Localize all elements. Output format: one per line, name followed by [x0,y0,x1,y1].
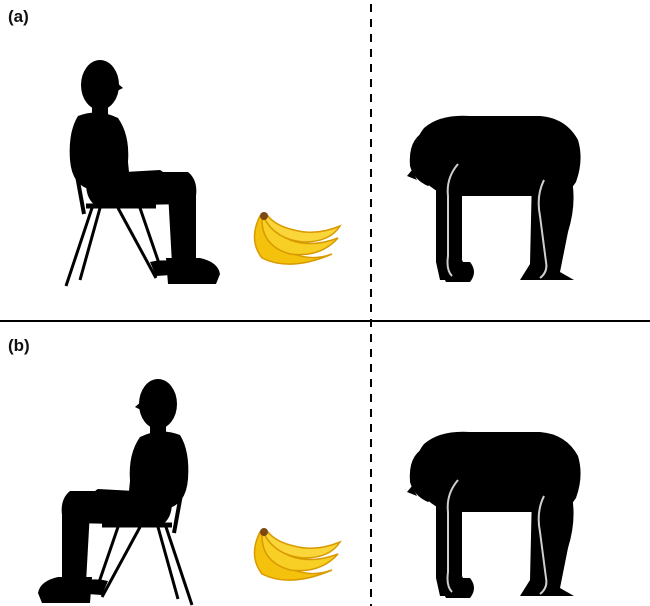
seated-person-icon [66,60,220,286]
chimpanzee-icon [407,116,581,282]
panel-b: (b) [8,336,581,605]
panel-label-a: (a) [8,7,29,26]
banana-bunch-icon [254,212,340,264]
panel-label-b: (b) [8,336,30,355]
banana-bunch-icon [254,528,340,580]
seated-person-icon [38,379,192,605]
chimpanzee-icon [407,432,581,598]
panel-a: (a) [8,7,581,286]
